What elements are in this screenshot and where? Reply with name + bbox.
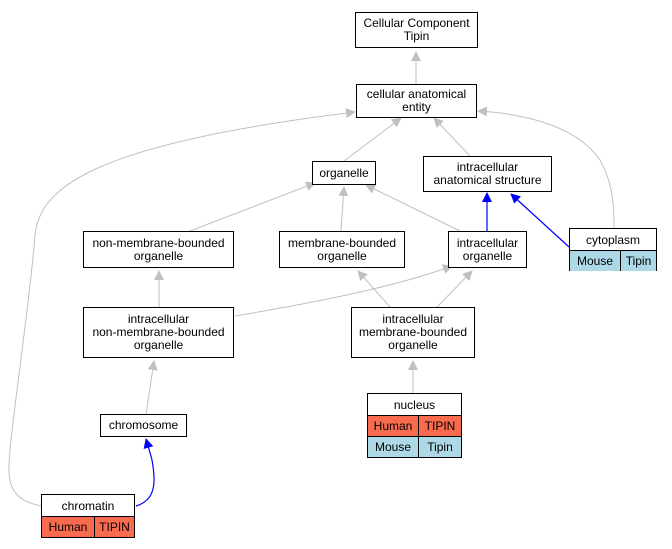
nucleus-mouse-gene: Tipin	[418, 437, 461, 457]
edge-chromatin-to-chromosome-highlight	[135, 438, 155, 507]
edge-imbo-to-io	[436, 270, 473, 308]
chromatin-human-gene: TIPIN	[94, 517, 134, 537]
chromatin-human-row: Human TIPIN	[42, 517, 134, 537]
edge-mbo-to-organelle	[338, 186, 349, 232]
cytoplasm-mouse-gene: Tipin	[620, 251, 656, 271]
edge-inmbo-to-io	[234, 264, 453, 317]
node-non-membrane-bounded-organelle[interactable]: non-membrane-bounded organelle	[83, 231, 234, 268]
cytoplasm-mouse-species: Mouse	[570, 251, 620, 271]
node-membrane-bounded-organelle[interactable]: membrane-bounded organelle	[279, 231, 405, 268]
edge-chromosome-to-inmbo	[145, 360, 158, 415]
nucleus-human-gene: TIPIN	[418, 416, 461, 436]
node-chromatin[interactable]: chromatin Human TIPIN	[41, 494, 135, 538]
node-chromatin-title: chromatin	[42, 495, 134, 517]
edge-imbo-to-mbo	[357, 270, 391, 308]
edge-ias-to-cae	[433, 117, 471, 157]
node-intracellular-non-membrane-bounded-organelle[interactable]: intracellular non-membrane-bounded organ…	[83, 307, 234, 358]
node-chromosome[interactable]: chromosome	[100, 414, 187, 437]
node-nucleus-title: nucleus	[368, 394, 461, 416]
edge-cytoplasm-to-ias-highlight	[510, 193, 570, 248]
nucleus-human-row: Human TIPIN	[368, 416, 461, 436]
node-cellular-component-tipin[interactable]: Cellular Component Tipin	[355, 12, 478, 48]
node-intracellular-anatomical-structure[interactable]: intracellular anatomical structure	[423, 156, 552, 192]
edge-cytoplasm-to-cae	[477, 106, 615, 229]
node-cytoplasm[interactable]: cytoplasm Mouse Tipin	[569, 228, 657, 271]
chromatin-human-species: Human	[42, 517, 94, 537]
edge-chromatin-to-cae	[8, 108, 356, 507]
node-cytoplasm-title: cytoplasm	[570, 229, 656, 251]
node-nucleus[interactable]: nucleus Human TIPIN Mouse Tipin	[367, 393, 462, 458]
node-intracellular-membrane-bounded-organelle[interactable]: intracellular membrane-bounded organelle	[351, 307, 475, 358]
edge-io-to-organelle	[365, 184, 461, 232]
nucleus-human-species: Human	[368, 416, 418, 436]
edge-organelle-to-cae	[343, 117, 402, 162]
cytoplasm-mouse-row: Mouse Tipin	[570, 251, 656, 271]
nucleus-mouse-species: Mouse	[368, 437, 418, 457]
node-organelle[interactable]: organelle	[312, 161, 376, 185]
node-cellular-anatomical-entity[interactable]: cellular anatomical entity	[356, 84, 477, 118]
node-intracellular-organelle[interactable]: intracellular organelle	[448, 231, 527, 268]
edge-nmbo-to-organelle	[189, 181, 316, 232]
nucleus-mouse-row: Mouse Tipin	[368, 436, 461, 457]
